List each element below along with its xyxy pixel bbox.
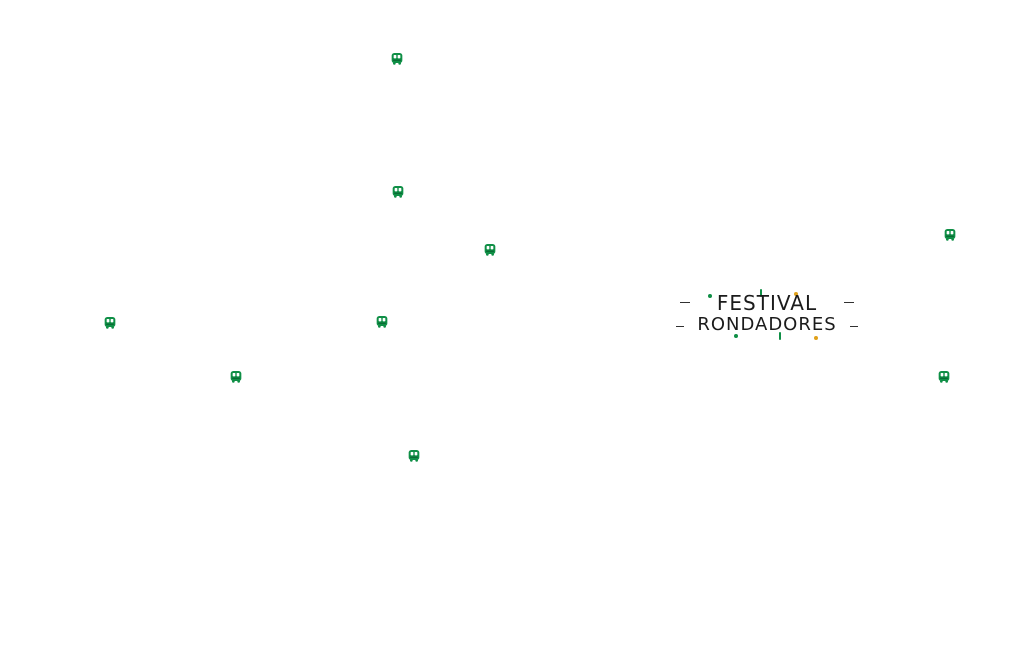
- bus-stop-marker[interactable]: [389, 183, 407, 201]
- bus-stop-marker[interactable]: [405, 447, 423, 465]
- bus-icon: [484, 244, 496, 256]
- logo-accent: [760, 289, 762, 297]
- logo-accent: [734, 334, 738, 338]
- bus-stop-marker[interactable]: [935, 368, 953, 386]
- bus-icon: [376, 316, 388, 328]
- logo-decoration: [680, 302, 690, 303]
- bus-icon: [104, 317, 116, 329]
- logo-decoration: [844, 302, 854, 303]
- bus-icon: [391, 53, 403, 65]
- bus-stop-marker[interactable]: [481, 241, 499, 259]
- logo-line-1: FESTIVAL: [716, 291, 818, 315]
- festival-logo[interactable]: FESTIVAL RONDADORES: [676, 288, 858, 342]
- logo-accent: [794, 292, 798, 296]
- bus-icon: [230, 371, 242, 383]
- logo-accent: [708, 294, 712, 298]
- logo-decoration: [676, 326, 684, 327]
- logo-line-2: RONDADORES: [697, 314, 837, 335]
- bus-stop-marker[interactable]: [388, 50, 406, 68]
- bus-icon: [944, 229, 956, 241]
- bus-stop-marker[interactable]: [101, 314, 119, 332]
- bus-stop-marker[interactable]: [373, 313, 391, 331]
- bus-stop-marker[interactable]: [227, 368, 245, 386]
- bus-stop-marker[interactable]: [941, 226, 959, 244]
- bus-icon: [938, 371, 950, 383]
- logo-accent: [779, 332, 781, 340]
- bus-icon: [408, 450, 420, 462]
- logo-decoration: [850, 326, 858, 327]
- logo-accent: [814, 336, 818, 340]
- bus-icon: [392, 186, 404, 198]
